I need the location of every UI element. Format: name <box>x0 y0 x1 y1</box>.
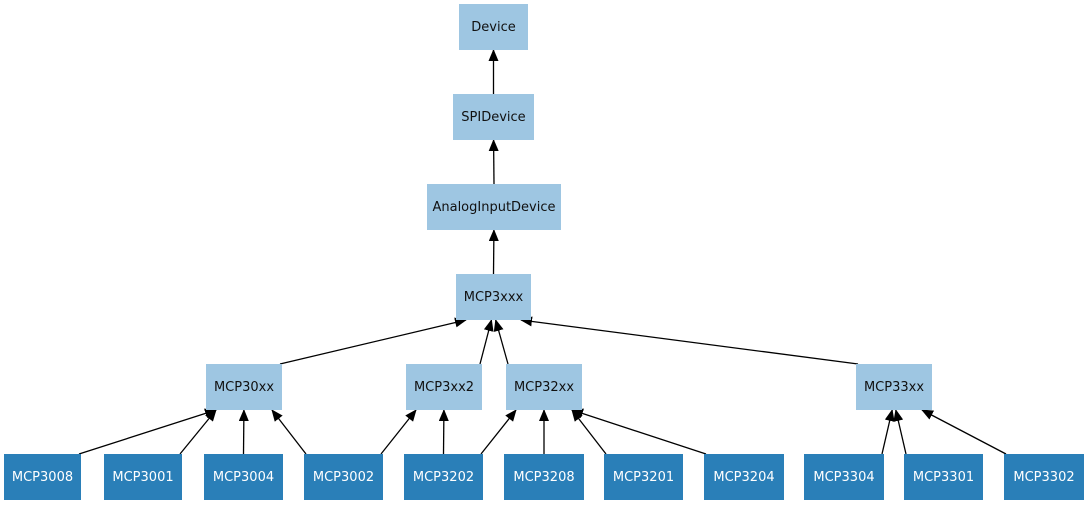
edge-mcp30xx-to-mcp3xxx <box>279 317 467 365</box>
edge-mcp3301-to-mcp33xx <box>893 409 907 455</box>
node-mcp3004: MCP3004 <box>204 454 283 500</box>
edge-mcp3002-to-mcp3xx2 <box>380 409 417 455</box>
node-mcp3202: MCP3202 <box>404 454 483 500</box>
edge-mcp3008-to-mcp30xx <box>78 408 217 455</box>
node-mcp3xxx: MCP3xxx <box>456 274 531 320</box>
edge-mcp3201-to-mcp32xx <box>571 409 607 455</box>
node-mcp3008: MCP3008 <box>4 454 81 500</box>
edge-mcp3001-to-mcp30xx <box>179 409 217 455</box>
node-mcp3xx2: MCP3xx2 <box>406 364 482 410</box>
node-device: Device <box>459 4 528 50</box>
edge-mcp3202-to-mcp32xx <box>480 409 517 455</box>
node-mcp3302: MCP3302 <box>1004 454 1084 500</box>
node-spidevice: SPIDevice <box>453 94 534 140</box>
edge-mcp3204-to-mcp32xx <box>571 408 707 455</box>
node-mcp3201: MCP3201 <box>604 454 683 500</box>
node-mcp3304: MCP3304 <box>804 454 884 500</box>
edge-mcp3304-to-mcp33xx <box>881 409 895 455</box>
edge-mcp32xx-to-mcp3xxx <box>493 319 509 365</box>
edge-mcp33xx-to-mcp3xxx <box>520 316 859 365</box>
node-mcp32xx: MCP32xx <box>506 364 582 410</box>
node-mcp3204: MCP3204 <box>704 454 784 500</box>
node-mcp3208: MCP3208 <box>504 454 584 500</box>
node-mcp3001: MCP3001 <box>104 454 182 500</box>
edge-mcp3002-to-mcp30xx <box>271 409 307 455</box>
node-mcp33xx: MCP33xx <box>856 364 932 410</box>
node-analoginputdevice: AnalogInputDevice <box>427 184 561 230</box>
node-mcp3002: MCP3002 <box>304 454 383 500</box>
edge-mcp3302-to-mcp33xx <box>921 409 1007 455</box>
node-mcp30xx: MCP30xx <box>206 364 282 410</box>
edge-mcp3xx2-to-mcp3xxx <box>479 319 494 365</box>
node-mcp3301: MCP3301 <box>904 454 983 500</box>
